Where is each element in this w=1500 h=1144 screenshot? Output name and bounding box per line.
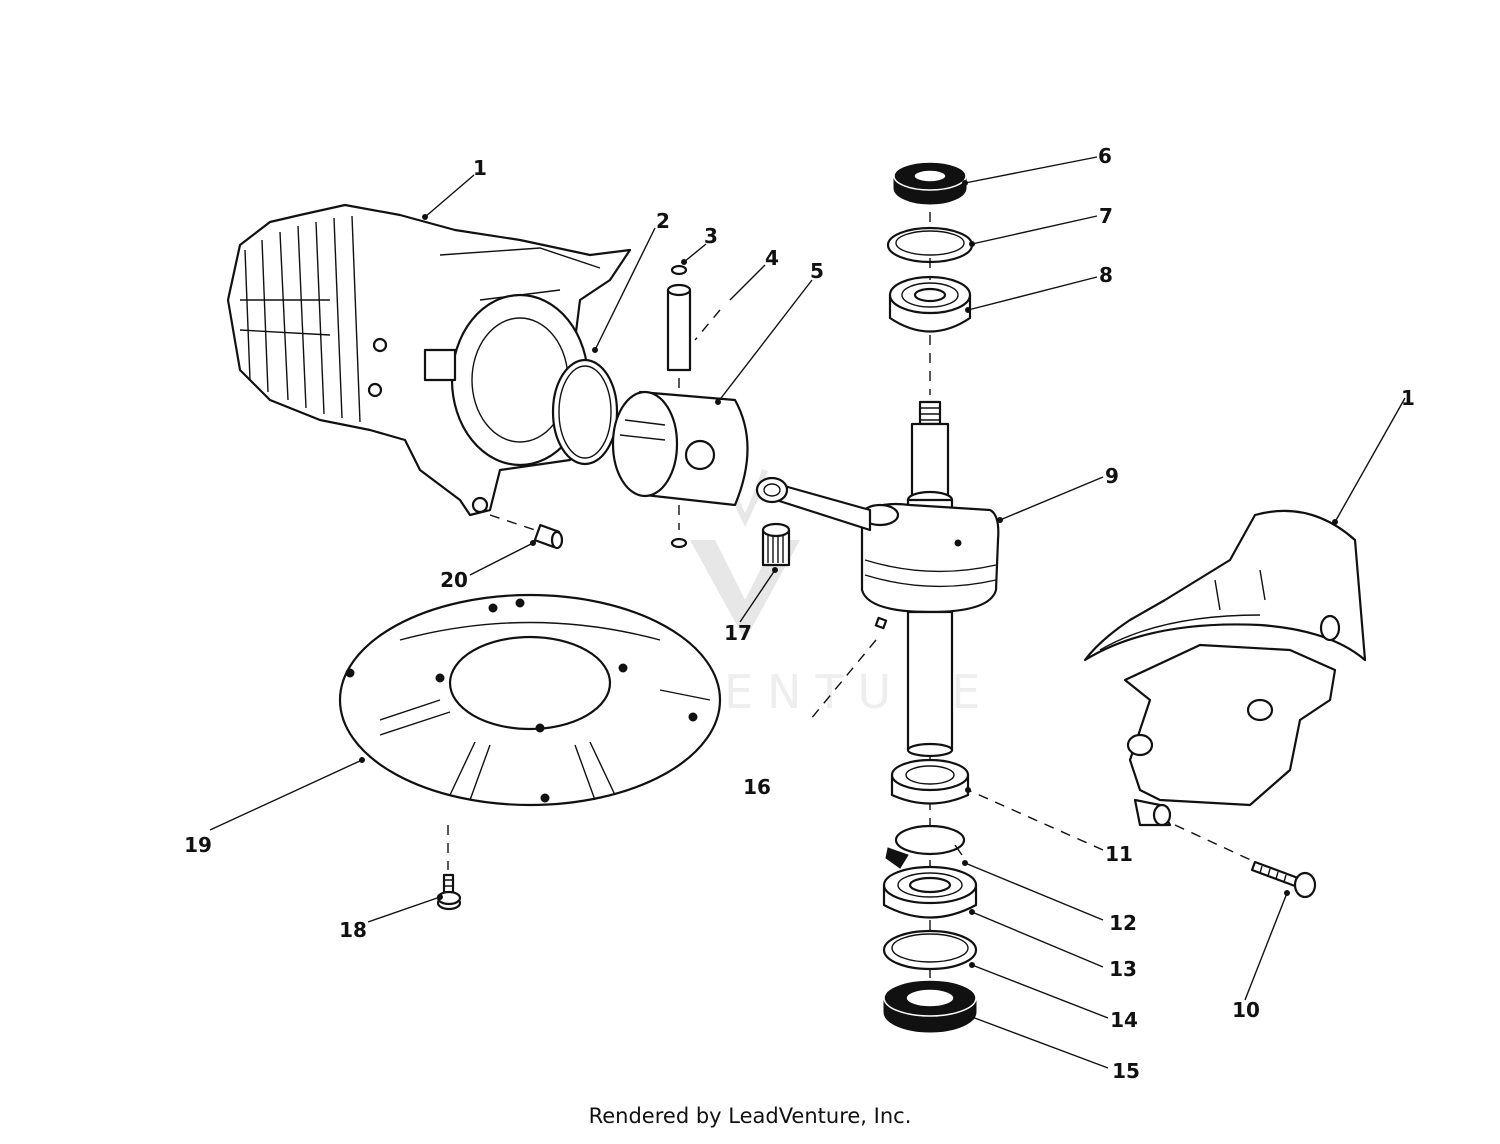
ball-bearing-bottom <box>882 865 978 919</box>
callout-9: 9 <box>1105 464 1119 488</box>
retaining-ring-upper <box>670 264 688 276</box>
retaining-ring-bottom <box>882 929 978 971</box>
footer-credit: Rendered by LeadVenture, Inc. <box>588 1104 912 1128</box>
ball-bearing-top <box>888 275 972 333</box>
callout-2: 2 <box>656 209 670 233</box>
screw-10 <box>1250 860 1317 899</box>
callout-8: 8 <box>1099 263 1113 287</box>
leader-lines <box>209 156 1406 1069</box>
callout-7: 7 <box>1099 204 1113 228</box>
callout-16: 16 <box>743 775 771 799</box>
crankcase-cylinder-block <box>226 203 632 517</box>
screw-10-axis <box>1174 824 1256 863</box>
spring-clip <box>885 824 966 869</box>
callout-1-block: 1 <box>473 156 487 180</box>
piston <box>611 390 749 507</box>
piston-ring <box>551 358 619 466</box>
callout-13: 13 <box>1109 957 1137 981</box>
callout-14: 14 <box>1110 1008 1138 1032</box>
crankshaft <box>860 400 1000 758</box>
retaining-ring-lower <box>670 537 688 549</box>
seal-bottom <box>883 979 977 1033</box>
callout-17: 17 <box>724 621 752 645</box>
callout-4: 4 <box>765 246 779 270</box>
callout-5: 5 <box>810 259 824 283</box>
crankcase-cover <box>1083 509 1367 827</box>
wrist-pin <box>666 283 692 372</box>
bearing-retainer <box>890 758 970 805</box>
callout-6: 6 <box>1098 144 1112 168</box>
needle-bearing <box>761 522 791 567</box>
callout-18: 18 <box>339 918 367 942</box>
callout-3: 3 <box>704 224 718 248</box>
callout-15: 15 <box>1112 1059 1140 1083</box>
dowel-axis <box>489 514 536 531</box>
seal-top <box>893 161 967 205</box>
callout-12: 12 <box>1109 911 1137 935</box>
screw-18 <box>436 873 462 911</box>
key <box>874 616 888 630</box>
callout-11: 11 <box>1105 842 1133 866</box>
callout-labels: 1 2 3 4 5 6 7 8 9 1 10 11 12 13 14 15 16… <box>184 144 1415 1083</box>
dowel-pin <box>533 523 564 550</box>
connecting-rod <box>755 476 872 532</box>
callout-10: 10 <box>1232 998 1260 1022</box>
callout-1-cover: 1 <box>1401 386 1415 410</box>
callout-20: 20 <box>440 568 468 592</box>
exploded-parts-diagram: LEADVENTURE <box>184 144 1415 1083</box>
deck-plate <box>338 593 722 807</box>
retaining-ring-top <box>886 226 974 264</box>
callout-19: 19 <box>184 833 212 857</box>
